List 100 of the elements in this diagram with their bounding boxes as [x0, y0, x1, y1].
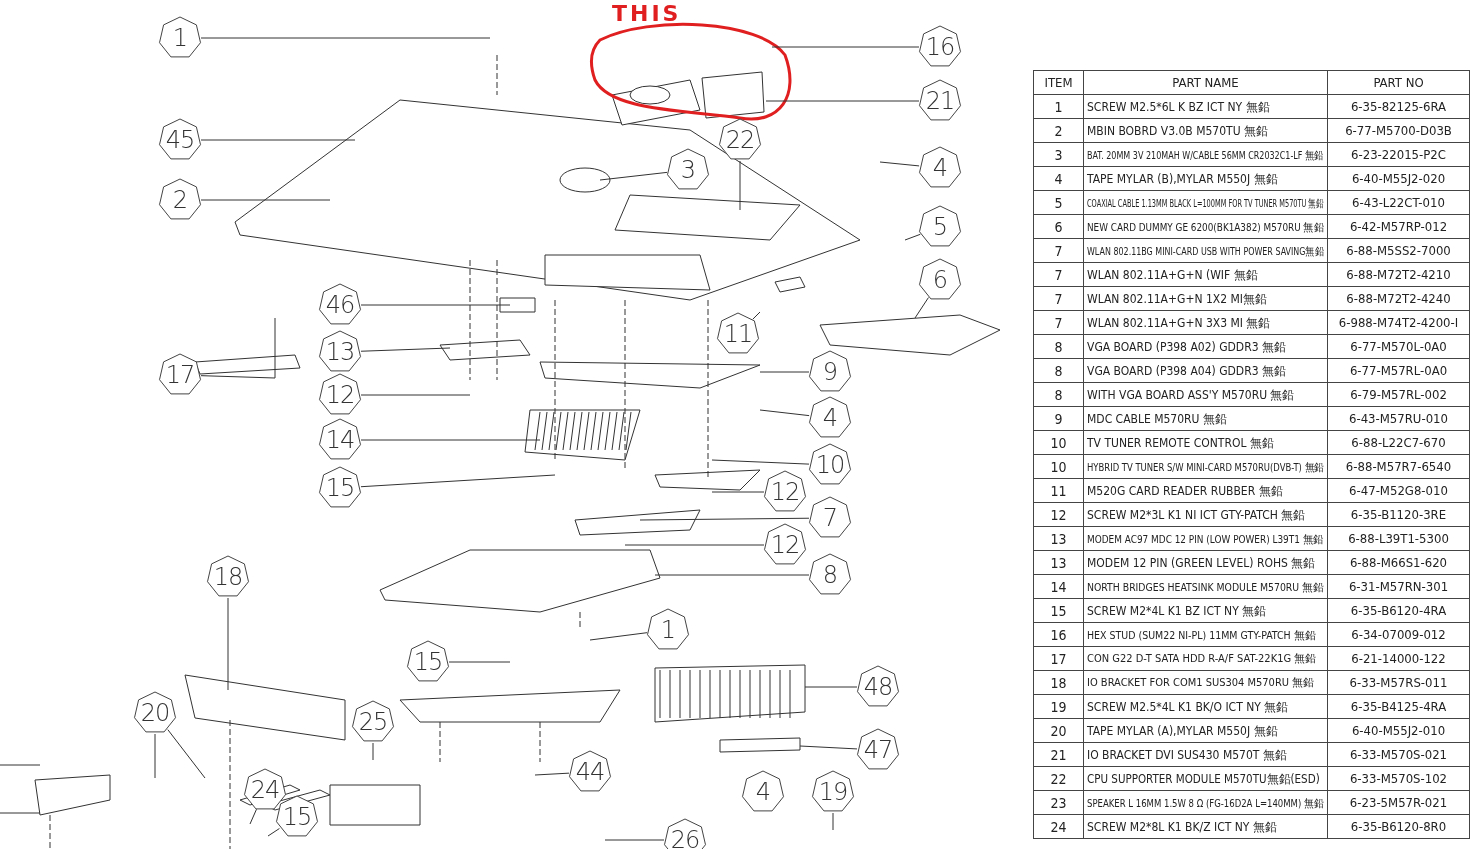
table-cell: 6-77-M57RL-0A0	[1327, 358, 1470, 383]
callout-number: 18	[206, 555, 250, 599]
leader-line	[759, 371, 810, 373]
leader-line	[771, 46, 920, 48]
callout-number: 5	[918, 205, 962, 249]
callout-number: 10	[808, 443, 852, 487]
table-cell: 6-33-M57RS-011	[1327, 670, 1470, 695]
leader-line	[604, 839, 665, 841]
leader-line	[624, 544, 765, 546]
table-cell: 6-34-07009-012	[1327, 622, 1470, 647]
table-cell: TAPE MYLAR (B),MYLAR M550J 無鉛	[1083, 166, 1328, 191]
callout-number: 44	[568, 750, 612, 794]
table-cell: 6-88-M66S1-620	[1327, 550, 1470, 575]
leader-line	[448, 661, 511, 663]
leader-line	[879, 161, 920, 167]
table-cell: 16	[1033, 622, 1084, 647]
table-cell: SCREW M2.5*4L K1 BK/O ICT NY 無鉛	[1083, 694, 1328, 719]
table-cell: IO BRACKET FOR COM1 SUS304 M570RU 無鉛	[1083, 670, 1328, 695]
callout-number: 16	[918, 25, 962, 69]
table-cell: 7	[1033, 286, 1084, 311]
callout-number: 25	[351, 700, 395, 744]
table-cell: 6-43-M57RU-010	[1327, 406, 1470, 431]
table-cell: NEW CARD DUMMY GE 6200(BK1A382) M570RU 無鉛	[1083, 214, 1328, 239]
leader-line	[200, 317, 276, 379]
table-cell: WLAN 802.11A+G+N 1X2 MI無鉛	[1083, 286, 1328, 311]
callout-number: 1	[158, 16, 202, 60]
table-cell: 8	[1033, 334, 1084, 359]
table-cell: 10	[1033, 454, 1084, 479]
callout-number: 22	[718, 118, 762, 162]
leader-line	[249, 808, 257, 825]
callout-number: 1	[646, 608, 690, 652]
table-cell: 8	[1033, 382, 1084, 407]
table-cell: 6-33-M570S-102	[1327, 766, 1470, 791]
leader-line	[711, 491, 765, 493]
table-cell: 6-21-14000-122	[1327, 646, 1470, 671]
callout-number: 3	[666, 148, 710, 192]
table-cell: 6-79-M57RL-002	[1327, 382, 1470, 407]
leader-line	[360, 474, 556, 488]
table-cell: 6-88-L22C7-670	[1327, 430, 1470, 455]
table-cell: 2	[1033, 118, 1084, 143]
leader-line	[360, 347, 451, 352]
callout-number: 14	[318, 418, 362, 462]
table-cell: 6-31-M57RN-301	[1327, 574, 1470, 599]
table-cell: 6-988-M74T2-4200-I	[1327, 310, 1470, 335]
table-cell: SCREW M2*3L K1 NI ICT GTY-PATCH 無鉛	[1083, 502, 1328, 527]
table-cell: 5	[1033, 190, 1084, 215]
annotation-text: THIS	[612, 1, 682, 26]
table-cell: 6-33-M570S-021	[1327, 742, 1470, 767]
table-cell: 7	[1033, 262, 1084, 287]
callout-number: 45	[158, 118, 202, 162]
table-cell: MODEM AC97 MDC 12 PIN (LOW POWER) L39T1 無鉛	[1083, 526, 1328, 551]
callout-number: 12	[318, 373, 362, 417]
table-cell: 6-35-B4125-4RA	[1327, 694, 1470, 719]
table-cell: 6-40-M55J2-010	[1327, 718, 1470, 743]
table-cell: SCREW M2.5*6L K BZ ICT NY 無鉛	[1083, 94, 1328, 119]
table-cell: 19	[1033, 694, 1084, 719]
table-cell: 14	[1033, 574, 1084, 599]
table-cell: SCREW M2*4L K1 BZ ICT NY 無鉛	[1083, 598, 1328, 623]
table-cell: 6-77-M570L-0A0	[1327, 334, 1470, 359]
table-cell: 6-88-M5SS2-7000	[1327, 238, 1470, 263]
table-cell: SPEAKER L 16MM 1.5W 8 Ω (FG-16D2A L=140MM) 無鉛	[1083, 790, 1328, 815]
table-cell: 6-40-M55J2-020	[1327, 166, 1470, 191]
callout-number: 7	[808, 496, 852, 540]
table-cell: 12	[1033, 502, 1084, 527]
table-cell: BAT. 20MM 3V 210MAH W/CABLE 56MM CR2032C1-LF 無鉛	[1083, 142, 1328, 167]
table-cell: 6-88-M72T2-4240	[1327, 286, 1470, 311]
leader-line	[200, 199, 331, 201]
leader-line	[267, 828, 280, 837]
table-cell: 21	[1033, 742, 1084, 767]
table-cell: 1	[1033, 94, 1084, 119]
table-cell: 6-88-M57R7-6540	[1327, 454, 1470, 479]
leader-line	[360, 304, 511, 306]
leader-line	[739, 160, 741, 211]
table-cell: MDC CABLE M570RU 無鉛	[1083, 406, 1328, 431]
table-cell: MODEM 12 PIN (GREEN LEVEL) ROHS 無鉛	[1083, 550, 1328, 575]
callout-number: 26	[663, 818, 707, 849]
leader-line	[360, 394, 471, 396]
table-cell: 7	[1033, 310, 1084, 335]
callout-number: 47	[856, 728, 900, 772]
table-cell: 6-35-82125-6RA	[1327, 94, 1470, 119]
leader-line	[589, 632, 648, 641]
table-cell: 6-88-L39T1-5300	[1327, 526, 1470, 551]
table-cell: 6-35-B1120-3RE	[1327, 502, 1470, 527]
table-cell: 6-47-M52G8-010	[1327, 478, 1470, 503]
callout-number: 4	[808, 396, 852, 440]
table-cell: CON G22 D-T SATA HDD R-A/F SAT-22K1G 無鉛	[1083, 646, 1328, 671]
callout-number: 15	[318, 466, 362, 510]
leader-line	[804, 686, 858, 688]
table-cell: IO BRACKET DVI SUS430 M570T 無鉛	[1083, 742, 1328, 767]
table-cell: 11	[1033, 478, 1084, 503]
table-cell: 6-88-M72T2-4210	[1327, 262, 1470, 287]
leader-line	[200, 37, 491, 39]
table-header-cell: PART NAME	[1083, 70, 1328, 95]
callout-number: 15	[275, 795, 319, 839]
table-cell: 6-42-M57RP-012	[1327, 214, 1470, 239]
leader-line	[534, 772, 570, 776]
callout-number: 12	[763, 523, 807, 567]
table-cell: 10	[1033, 430, 1084, 455]
table-cell: TAPE MYLAR (A),MYLAR M550J 無鉛	[1083, 718, 1328, 743]
table-cell: 6	[1033, 214, 1084, 239]
